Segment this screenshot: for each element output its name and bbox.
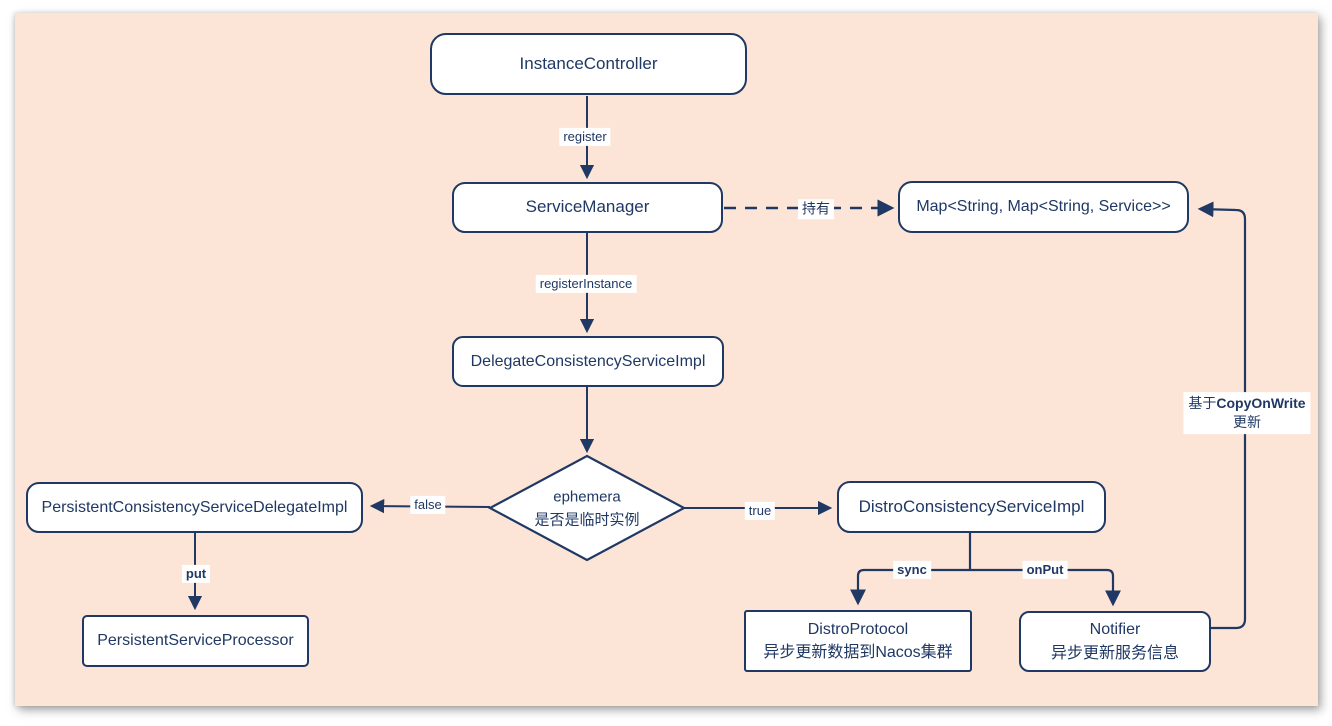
node-instance-controller: InstanceController <box>430 33 747 95</box>
node-notifier-line2: 异步更新服务信息 <box>1050 644 1179 662</box>
edge-label-copyonwrite: 基于CopyOnWrite 更新 <box>1183 392 1311 434</box>
node-service-manager-label: ServiceManager <box>525 197 650 217</box>
edge-label-true: true <box>744 501 776 521</box>
edge-sync-line <box>850 568 970 606</box>
node-distro-protocol-line1: DistroProtocol <box>807 620 909 638</box>
node-service-map-label: Map<String, Map<String, Service>> <box>916 198 1171 216</box>
edge-label-copyonwrite-line1: 基于CopyOnWrite <box>1188 395 1306 412</box>
edge-label-sync: sync <box>893 560 931 580</box>
decision-diamond <box>487 454 687 562</box>
edge-label-register-instance: registerInstance <box>535 274 637 294</box>
decision-label-line1: ephemera <box>553 488 621 506</box>
node-distro-protocol: DistroProtocol 异步更新数据到Nacos集群 <box>744 610 972 672</box>
decision-label-line2: 是否是临时实例 <box>534 511 640 528</box>
node-distro-consistency: DistroConsistencyServiceImpl <box>837 481 1106 533</box>
node-distro-protocol-line2: 异步更新数据到Nacos集群 <box>763 644 953 661</box>
node-service-manager: ServiceManager <box>452 182 723 233</box>
edge-label-put: put <box>181 564 211 584</box>
edge-label-onput: onPut <box>1022 560 1068 580</box>
node-distro-consistency-label: DistroConsistencyServiceImpl <box>858 496 1085 516</box>
node-persistent-delegate-label: PersistentConsistencyServiceDelegateImpl <box>41 498 348 516</box>
edge-label-false: false <box>410 495 446 515</box>
edge-label-copyonwrite-line2: 更新 <box>1232 414 1261 430</box>
node-persistent-processor: PersistentServiceProcessor <box>82 615 309 667</box>
node-instance-controller-label: InstanceController <box>519 53 658 73</box>
node-delegate-consistency: DelegateConsistencyServiceImpl <box>452 336 724 387</box>
edge-label-register: register <box>559 127 611 147</box>
node-notifier-line1: Notifier <box>1089 621 1141 639</box>
edge-onput-line <box>970 568 1121 607</box>
edge-label-holds: 持有 <box>798 199 834 219</box>
node-persistent-processor-label: PersistentServiceProcessor <box>97 632 294 650</box>
node-notifier: Notifier 异步更新服务信息 <box>1019 611 1211 672</box>
node-delegate-consistency-label: DelegateConsistencyServiceImpl <box>470 352 706 370</box>
decision-label: ephemera 是否是临时实例 <box>534 487 639 532</box>
node-service-map: Map<String, Map<String, Service>> <box>898 181 1189 233</box>
node-persistent-delegate: PersistentConsistencyServiceDelegateImpl <box>26 482 363 533</box>
